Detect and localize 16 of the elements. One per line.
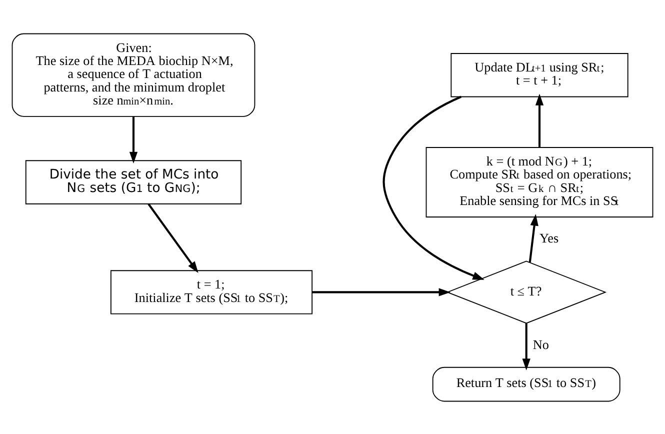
node-box: k = (t mod NG) + 1; Compute SRt based on operations; SSt = Gk ∩ SRt; Enable sensing for MCs in SSt — [426, 146, 654, 217]
arrow — [382, 95, 484, 280]
node-box: Given: The size of the MEDA biochip N×M, a sequence of T actuation patterns, and the minimum droplet size nmin×nmin. — [12, 32, 256, 116]
arrow — [522, 322, 530, 370]
edge-label: No — [532, 336, 549, 352]
arrow — [528, 213, 538, 262]
arrow — [312, 288, 450, 296]
node-diamond: t ≤ T? — [446, 260, 607, 324]
arrow — [148, 202, 198, 273]
node-box: Update DLt+1 using SRt; t = t + 1; — [450, 52, 628, 97]
node-box: Return T sets (SS1 to SST) — [432, 366, 620, 402]
arrow — [129, 116, 138, 164]
node-box: t = 1; Initialize T sets (SS1 to SST); — [110, 270, 313, 314]
node-box: Divide the set of MCs into NG sets (G1 to GNG); — [25, 160, 242, 204]
arrow — [535, 93, 544, 147]
edge-label: Yes — [539, 230, 559, 246]
